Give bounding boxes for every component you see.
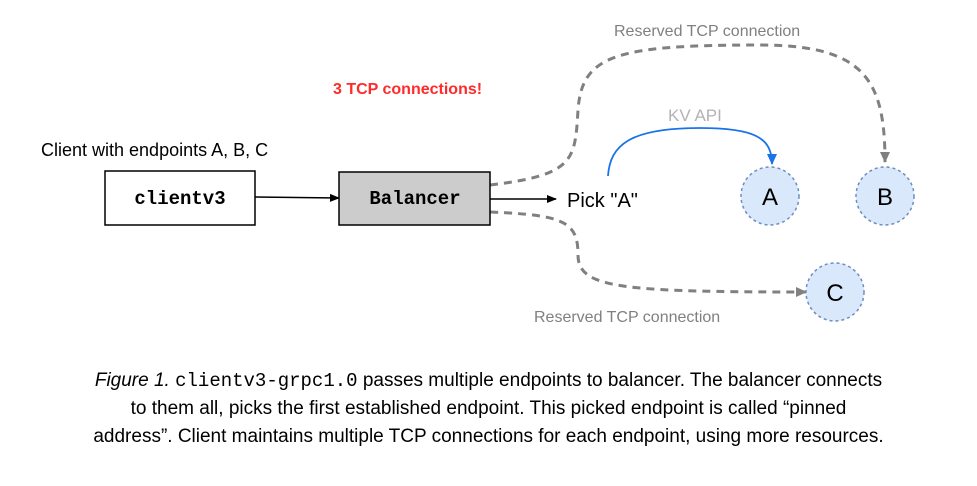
endpoint-c-label: C (826, 280, 843, 307)
reserved-connection-bottom (489, 210, 807, 297)
connection-diagram: 3 TCP connections! Client with endpoints… (41, 23, 915, 326)
kv-api-label: KV API (668, 106, 722, 125)
endpoint-b-label: B (877, 184, 893, 211)
client-label: Client with endpoints A, B, C (41, 140, 268, 160)
caption-code-name: clientv3-grpc1.0 (175, 370, 358, 392)
reserved-top-label: Reserved TCP connection (614, 23, 800, 40)
endpoint-a-node (740, 166, 800, 226)
balancer-box-label: Balancer (369, 188, 460, 210)
endpoint-c-node (805, 262, 865, 322)
figure-caption: Figure 1. clientv3-grpc1.0 passes multip… (0, 367, 977, 451)
clientv3-box (104, 170, 256, 226)
caption-figure-label: Figure 1. (94, 370, 170, 391)
caption-line-3: address”. Client maintains multiple TCP … (93, 426, 884, 447)
reserved-bottom-label: Reserved TCP connection (534, 309, 720, 326)
endpoint-a-label: A (762, 184, 778, 211)
clientv3-box-label: clientv3 (134, 188, 225, 210)
caption-line-2: to them all, picks the first established… (130, 398, 847, 419)
kv-api-arrow (607, 127, 777, 177)
warning-label: 3 TCP connections! (333, 81, 482, 98)
endpoint-b-node (855, 166, 915, 226)
pick-label: Pick "A" (567, 190, 638, 212)
balancer-box (338, 171, 491, 226)
caption-line-1-text: passes multiple endpoints to balancer. T… (357, 370, 883, 391)
caption-line-1: Figure 1. clientv3-grpc1.0 passes multip… (0, 367, 977, 395)
reserved-connection-top (489, 43, 890, 187)
client-to-balancer-arrow (254, 193, 340, 202)
